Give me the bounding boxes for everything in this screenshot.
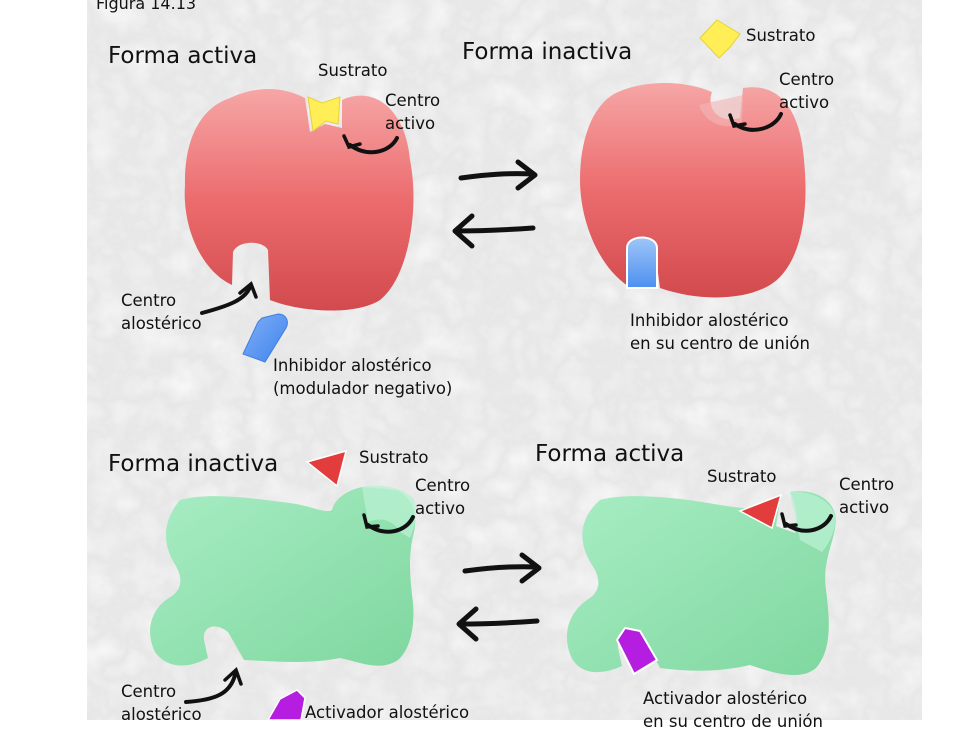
- substrate-label: Sustrato: [318, 61, 388, 80]
- substrate-star-yellow: [699, 19, 741, 59]
- active-site-arrow: [348, 136, 399, 155]
- substrate-triangle-red: [738, 493, 783, 530]
- enzyme-red-inactive: [580, 82, 806, 298]
- allosteric-site-arrow: [184, 673, 237, 704]
- title-top-left: Forma activa: [108, 43, 258, 69]
- inhibitor-label: Inhibidor alostérico(modulador negativo): [273, 356, 453, 398]
- substrate-label: Sustrato: [359, 448, 429, 467]
- substrate-label: Sustrato: [707, 467, 777, 486]
- equilibrium-arrows-top: [452, 159, 538, 249]
- title-bottom-right: Forma activa: [535, 441, 685, 467]
- enzyme-green-inactive: [150, 485, 416, 666]
- inhibitor-free-shape: [242, 313, 288, 363]
- activator-bound-shape: [615, 626, 659, 676]
- enzyme-green-active: [566, 491, 836, 676]
- substrate-star-yellow: [307, 96, 341, 132]
- inhibitor-bound-shape: [626, 236, 658, 289]
- enzyme-red-active: [184, 88, 414, 311]
- allosteric-site-arrow: [200, 285, 252, 315]
- equilibrium-arrows-bottom: [456, 552, 542, 642]
- figure-label: Figura 14.13: [96, 0, 197, 13]
- activator-label: Activador alostérico: [305, 703, 470, 722]
- substrate-triangle-red: [305, 449, 348, 488]
- substrate-label: Sustrato: [746, 26, 816, 45]
- title-bottom-left: Forma inactiva: [108, 451, 279, 477]
- activator-free-shape: [267, 689, 306, 720]
- title-top-right: Forma inactiva: [462, 39, 633, 65]
